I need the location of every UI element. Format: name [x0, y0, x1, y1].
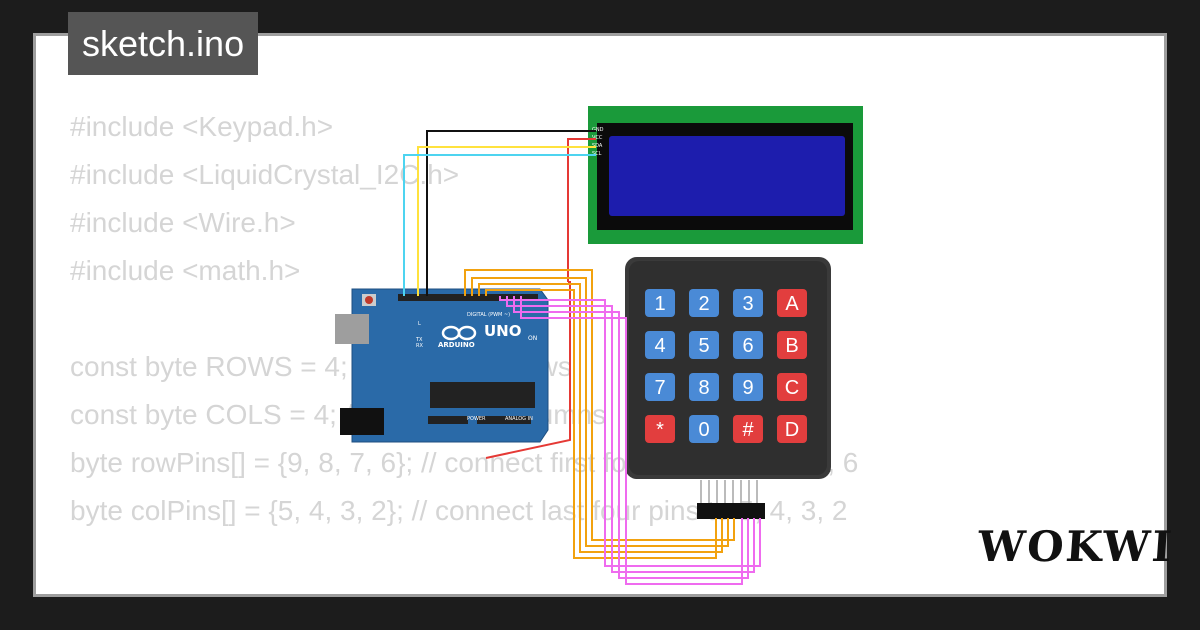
digital-header — [398, 294, 538, 301]
atmega-chip — [430, 382, 535, 408]
keypad-key-label: 9 — [742, 377, 753, 399]
sketch-title: sketch.ino — [68, 12, 259, 75]
lcd-pin-label-gnd: GND — [592, 127, 604, 133]
keypad-key-body[interactable] — [689, 415, 719, 443]
lcd-pin-label-scl: SCL — [592, 151, 602, 157]
code-line: #include <Wire.h> — [70, 207, 296, 238]
code-line: #include <math.h> — [70, 255, 301, 286]
keypad-key[interactable]: 0 — [689, 415, 719, 443]
keypad-key-label: 8 — [698, 377, 709, 399]
reset-button[interactable] — [365, 296, 373, 304]
arduino-logo-icon — [441, 325, 477, 341]
keypad-key-body[interactable] — [689, 289, 719, 317]
wokwi-logo: WOKWI — [976, 522, 1176, 571]
keypad-key[interactable]: 6 — [733, 331, 763, 359]
analog-label: ANALOG IN — [505, 416, 533, 422]
on-label: ON — [528, 335, 537, 342]
keypad-key-label: B — [785, 335, 798, 357]
code-line: #include <Keypad.h> — [70, 111, 334, 142]
keypad-key-label: * — [656, 419, 664, 441]
keypad-key-body[interactable] — [733, 289, 763, 317]
keypad-key-body[interactable] — [777, 373, 807, 401]
keypad-key[interactable]: 7 — [645, 373, 675, 401]
code-preview: #include <Keypad.h> #include <LiquidCryst… — [70, 103, 858, 594]
keypad-key-label: 1 — [654, 293, 665, 315]
keypad-key-body[interactable] — [645, 415, 675, 443]
lcd-pin-label-sda: SDA — [592, 143, 603, 149]
keypad-key[interactable]: 9 — [733, 373, 763, 401]
board-model-label: UNO — [484, 322, 522, 340]
keypad-pin-strip — [700, 480, 758, 503]
tx-label: TX — [415, 337, 423, 343]
keypad-key-label: C — [785, 377, 799, 399]
code-line: // define the keypad labels — [70, 583, 858, 594]
l-label: L — [418, 321, 421, 327]
keypad-key-body[interactable] — [777, 415, 807, 443]
digital-label: DIGITAL (PWM ~) — [467, 312, 510, 318]
keypad-key[interactable]: 2 — [689, 289, 719, 317]
keypad-key[interactable]: 5 — [689, 331, 719, 359]
keypad-key[interactable]: 1 — [645, 289, 675, 317]
keypad-key-body[interactable] — [777, 331, 807, 359]
keypad-key-label: 5 — [698, 335, 709, 357]
keypad-key-label: # — [742, 419, 754, 441]
wires — [403, 130, 761, 585]
keypad-key[interactable]: 8 — [689, 373, 719, 401]
keypad-key[interactable]: D — [777, 415, 807, 443]
keypad-key-label: 0 — [698, 419, 709, 441]
rx-label: RX — [416, 343, 423, 349]
power-label: POWER — [467, 416, 486, 422]
keypad-key-body[interactable] — [777, 289, 807, 317]
keypad-key-label: A — [785, 293, 799, 315]
arduino-uno-board: UNO ARDUINO DIGITAL (PWM ~) POWER ANALOG… — [335, 288, 549, 443]
keypad-key[interactable]: 3 — [733, 289, 763, 317]
keypad-key-body[interactable] — [645, 289, 675, 317]
keypad-key-label: D — [785, 419, 799, 441]
keypad: 1 2 3 A 4 5 6 B 7 8 9 C * 0 # D — [625, 257, 831, 519]
lcd-display: GND VCC SDA SCL — [588, 106, 863, 244]
keypad-key-body[interactable] — [733, 373, 763, 401]
board-brand-label: ARDUINO — [438, 341, 475, 349]
keypad-key[interactable]: B — [777, 331, 807, 359]
keypad-key[interactable]: 4 — [645, 331, 675, 359]
keypad-key-label: 4 — [654, 335, 665, 357]
keypad-key-body[interactable] — [689, 331, 719, 359]
keypad-key[interactable]: A — [777, 289, 807, 317]
keypad-key[interactable]: C — [777, 373, 807, 401]
keypad-key-label: 6 — [742, 335, 753, 357]
keypad-key-label: 2 — [698, 293, 709, 315]
lcd-pin-label-vcc: VCC — [592, 135, 603, 141]
keypad-key[interactable]: * — [645, 415, 675, 443]
keypad-key-label: 3 — [742, 293, 753, 315]
keypad-key-label: 7 — [654, 377, 665, 399]
keypad-key-body[interactable] — [733, 415, 763, 443]
keypad-key-body[interactable] — [645, 373, 675, 401]
keypad-key[interactable]: # — [733, 415, 763, 443]
keypad-key-body[interactable] — [689, 373, 719, 401]
keypad-key-body[interactable] — [733, 331, 763, 359]
code-line: #include <LiquidCrystal_I2C.h> — [70, 159, 460, 190]
keypad-key-body[interactable] — [645, 331, 675, 359]
keypad-connector — [697, 503, 765, 519]
